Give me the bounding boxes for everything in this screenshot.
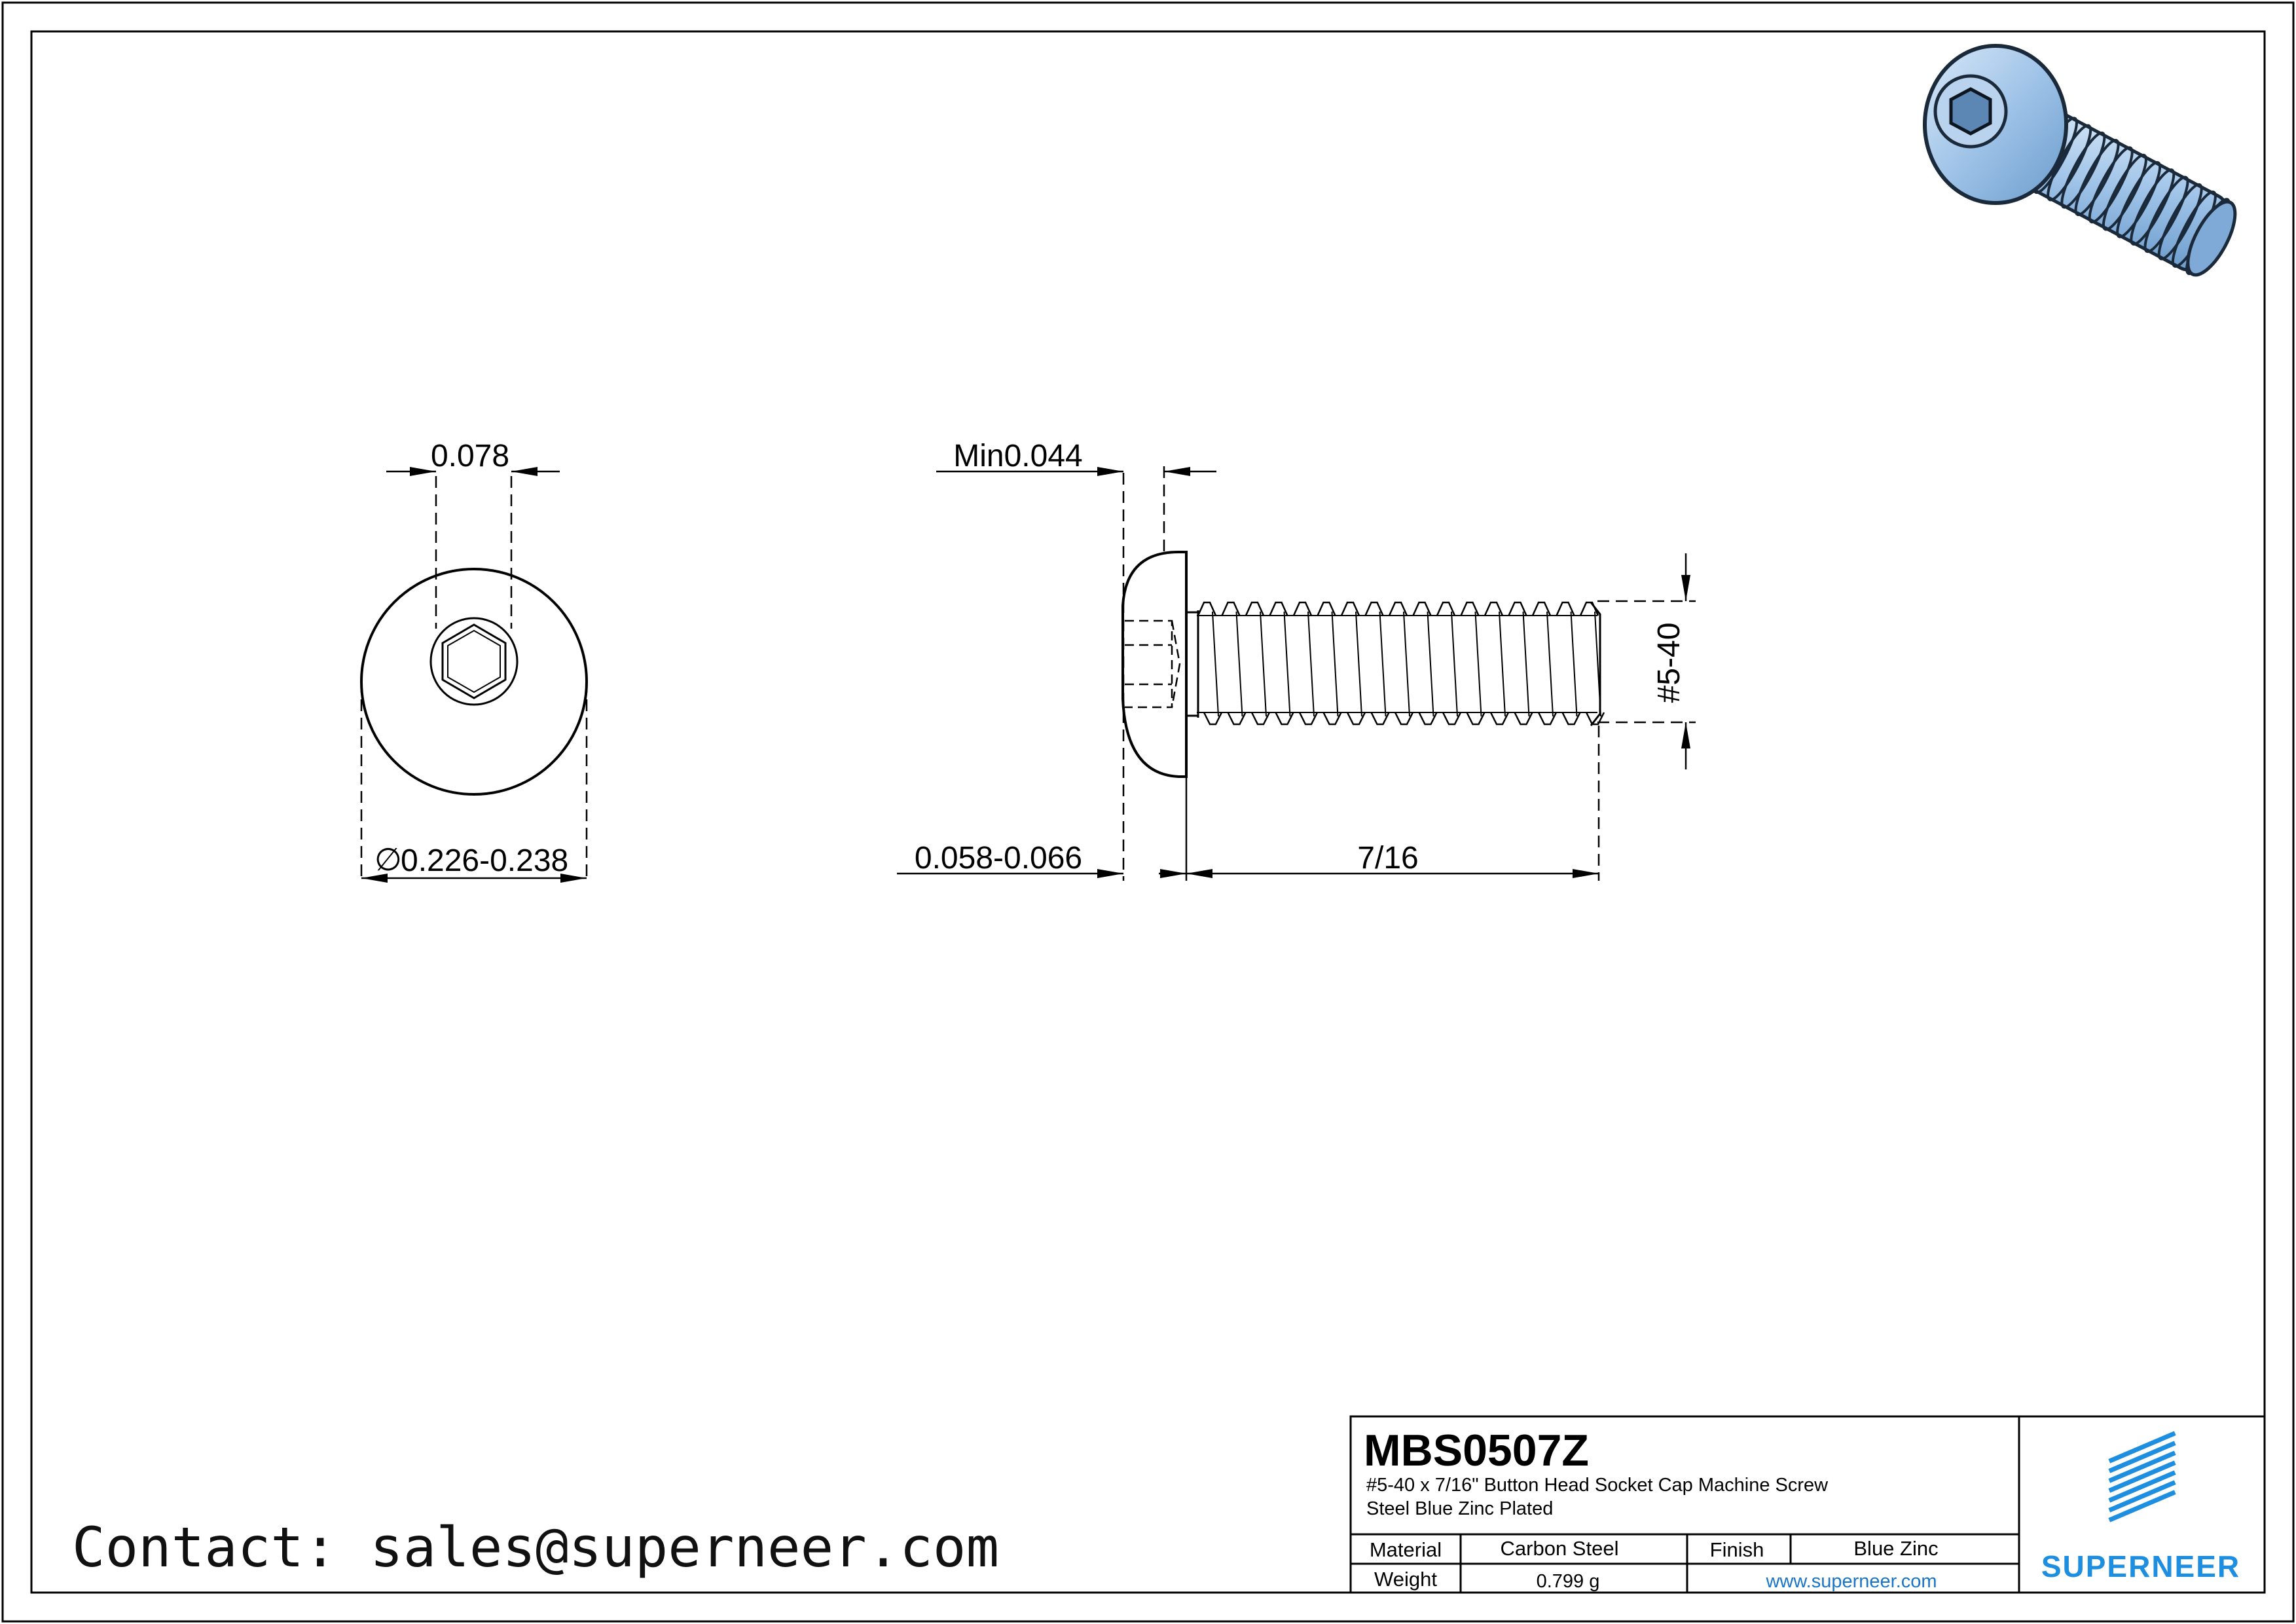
thread-helix-line — [1594, 611, 1601, 717]
thread-helix-line — [1570, 611, 1578, 717]
thread-helix-line — [1355, 611, 1362, 717]
thread-crest-bottom — [1585, 712, 1605, 726]
socket-circle — [429, 617, 519, 706]
material-label: Material — [1370, 1538, 1442, 1561]
thread-crest-top — [1436, 601, 1456, 616]
thread-crest-top — [1531, 601, 1552, 616]
thread-crest-bottom — [1537, 712, 1558, 726]
button-head — [1121, 551, 1188, 778]
head-height-label: 0.058-0.066 — [915, 841, 1082, 876]
thread-helix-line — [1474, 611, 1482, 717]
thread-helix-line — [1427, 611, 1434, 717]
thread-helix-line — [1451, 611, 1458, 717]
thread-crest-bottom — [1514, 712, 1533, 726]
length-label: 7/16 — [1357, 841, 1418, 876]
thread-crest-bottom — [1442, 712, 1462, 726]
thread-helix-line — [1403, 611, 1410, 717]
iso-hex-socket — [1949, 87, 1992, 136]
superneer-logo-icon — [2108, 1431, 2176, 1522]
thread-crest-top — [1364, 601, 1384, 616]
iso-thread-ring — [2102, 153, 2147, 231]
iso-thread-ring — [2157, 183, 2203, 261]
diameter-symbol: ∅ — [374, 843, 402, 877]
brand-name: SUPERNEER — [2041, 1549, 2240, 1583]
thread-crest-bottom — [1227, 712, 1247, 726]
thread-crest-top — [1508, 601, 1527, 616]
thread-crest-top — [1484, 601, 1504, 616]
iso-thread-ring — [2143, 175, 2189, 253]
thread-crests — [1197, 601, 1605, 726]
thread-crest-top — [1317, 601, 1336, 616]
thread-crest-bottom — [1298, 712, 1319, 726]
weight-label: Weight — [1374, 1568, 1437, 1591]
thread-crest-bottom — [1466, 712, 1485, 726]
iso-thread-ring — [2060, 131, 2106, 209]
part-number: MBS0507Z — [1364, 1426, 1589, 1475]
thread-crest-top — [1460, 601, 1480, 616]
thread-helix-line — [1307, 611, 1315, 717]
side-view — [897, 466, 1696, 881]
thread-crest-top — [1197, 601, 1217, 616]
thread-crest-bottom — [1346, 712, 1366, 726]
finish-value: Blue Zinc — [1853, 1537, 1938, 1560]
thread-helix-line — [1212, 611, 1219, 717]
thread-crest-top — [1221, 601, 1241, 616]
thread-crest-top — [1412, 601, 1432, 616]
iso-thread-ring — [2130, 168, 2176, 246]
thread-crest-top — [1340, 601, 1360, 616]
thread-helix-line — [1260, 611, 1267, 717]
inner-border — [30, 30, 2266, 1594]
thread-crest-bottom — [1275, 712, 1294, 726]
website-link[interactable]: www.superneer.com — [1765, 1571, 1937, 1592]
thread-helix-line — [1546, 611, 1554, 717]
head-outline — [360, 568, 588, 796]
thread-crest-bottom — [1418, 712, 1438, 726]
thread-crest-top — [1245, 601, 1265, 616]
hex-size-label: 0.078 — [431, 439, 509, 473]
thread-crest-top — [1556, 601, 1575, 616]
socket-depth-label: Min0.044 — [953, 439, 1082, 473]
description-line2: Steel Blue Zinc Plated — [1366, 1498, 1553, 1519]
thread-crest-top — [1388, 601, 1408, 616]
thread-crest-bottom — [1250, 712, 1271, 726]
hex-socket-inner — [447, 629, 501, 693]
thread-crest-bottom — [1394, 712, 1414, 726]
weight-value: 0.799 g — [1537, 1571, 1600, 1592]
head-diameter-label: 0.226-0.238 — [401, 843, 568, 878]
iso-thread-ring — [2074, 139, 2120, 216]
contact-text: Contact: sales@superneer.com — [72, 1515, 999, 1579]
thread-helix-line — [1522, 611, 1530, 717]
hex-socket — [441, 623, 507, 699]
screw-3d-illustration — [1923, 44, 2237, 277]
thread-crest-bottom — [1322, 712, 1342, 726]
thread-crest-top — [1292, 601, 1313, 616]
thread-crest-bottom — [1489, 712, 1510, 726]
thread-crest-bottom — [1370, 712, 1390, 726]
iso-thread-ring — [2088, 146, 2134, 224]
material-value: Carbon Steel — [1501, 1537, 1619, 1560]
thread-helix-line — [1331, 611, 1339, 717]
finish-label: Finish — [1710, 1538, 1764, 1561]
thread-helix-line — [1379, 611, 1387, 717]
description-line1: #5-40 x 7/16" Button Head Socket Cap Mac… — [1366, 1475, 1829, 1496]
thread-crest-bottom — [1203, 712, 1223, 726]
title-block — [1349, 1415, 2266, 1594]
thread-helix-line — [1499, 611, 1506, 717]
thread-crest-bottom — [1561, 712, 1581, 726]
iso-thread-ring — [2116, 160, 2162, 238]
thread-size-label: #5-40 — [1652, 623, 1686, 703]
thread-helix-line — [1283, 611, 1291, 717]
thread-crest-top — [1579, 601, 1599, 616]
thread-crest-top — [1269, 601, 1288, 616]
end-view — [360, 467, 588, 883]
thread-helix-line — [1235, 611, 1243, 717]
